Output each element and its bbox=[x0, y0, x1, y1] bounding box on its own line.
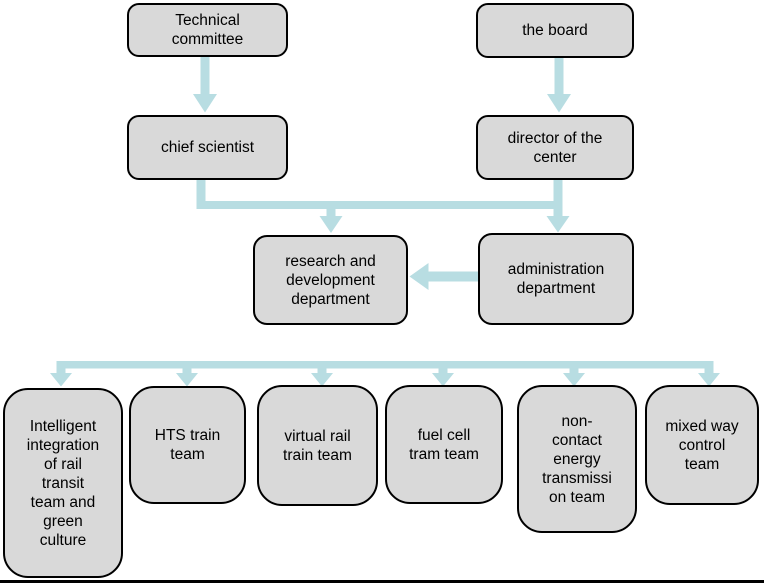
node-label: the board bbox=[522, 22, 588, 39]
arrow-to-team-intelligent-integration bbox=[50, 361, 72, 387]
node-the-board: the board bbox=[476, 3, 634, 58]
arrow-to-team-fuel-cell bbox=[432, 361, 454, 387]
connector-horizontal-bar bbox=[196, 201, 562, 209]
arrow-to-research-department bbox=[319, 205, 343, 233]
node-label: director of the center bbox=[507, 129, 603, 166]
node-technical-committee: Technical committee bbox=[127, 3, 288, 57]
node-label: mixed way control team bbox=[665, 417, 739, 473]
node-team-non-contact: non- contact energy transmissi on team bbox=[517, 385, 637, 533]
node-label: HTS train team bbox=[154, 427, 221, 463]
node-team-virtual-rail: virtual rail train team bbox=[257, 385, 378, 506]
node-team-hts-train: HTS train team bbox=[129, 386, 246, 504]
node-label: Intelligent integration of rail transit … bbox=[26, 417, 100, 549]
arrow-to-team-hts-train bbox=[176, 361, 198, 387]
arrow-to-administration-department bbox=[546, 205, 570, 233]
arrow-technical-committee-to-chief-scientist bbox=[193, 57, 217, 113]
node-director-of-the-center: director of the center bbox=[476, 115, 634, 180]
node-label: non- contact energy transmissi on team bbox=[542, 412, 612, 506]
connector-chief-scientist-stem bbox=[196, 180, 206, 209]
arrow-board-to-director bbox=[547, 57, 571, 113]
node-label: virtual rail train team bbox=[283, 427, 352, 464]
node-label: administration department bbox=[507, 261, 605, 297]
arrow-to-team-non-contact bbox=[563, 361, 585, 387]
node-label: fuel cell tram team bbox=[409, 426, 479, 463]
bottom-border-line bbox=[0, 580, 764, 583]
branch-bar bbox=[57, 361, 713, 369]
node-chief-scientist: chief scientist bbox=[127, 115, 288, 180]
node-label: chief scientist bbox=[160, 139, 255, 156]
node-research-and-development-department: research and development department bbox=[253, 235, 408, 325]
node-team-intelligent-integration: Intelligent integration of rail transit … bbox=[3, 388, 123, 578]
node-label: research and development department bbox=[285, 252, 376, 308]
node-team-mixed-way: mixed way control team bbox=[645, 385, 759, 505]
arrow-administration-to-research bbox=[409, 263, 478, 290]
arrow-to-team-virtual-rail bbox=[311, 361, 333, 387]
node-administration-department: administration department bbox=[478, 233, 634, 325]
arrow-to-team-mixed-way bbox=[698, 361, 720, 387]
connector-director-stem bbox=[553, 180, 563, 205]
node-team-fuel-cell: fuel cell tram team bbox=[385, 385, 503, 504]
node-label: Technical committee bbox=[171, 12, 244, 48]
